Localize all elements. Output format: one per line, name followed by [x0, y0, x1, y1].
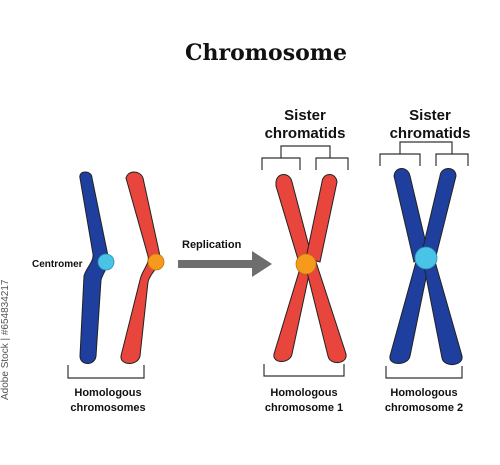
sister-chromatids-right-bracket — [379, 141, 469, 166]
homologous-1-label-2: chromosome 1 — [265, 402, 343, 414]
centromere-orange-replicated — [295, 253, 317, 275]
sister-chromatids-right-line1: Sister — [409, 107, 451, 124]
centromer-label: Centromer — [32, 259, 83, 270]
diagram-title: Chromosome — [185, 40, 347, 66]
blue-chromosome-single — [79, 171, 109, 364]
sister-chromatids-left-line1: Sister — [284, 107, 326, 124]
homologous-2-label-1: Homologous — [390, 387, 457, 399]
stock-side-label: Adobe Stock | #654834217 — [0, 279, 11, 400]
replication-label: Replication — [182, 239, 242, 251]
homologous-pair-label-2: chromosomes — [70, 402, 145, 414]
sister-chromatids-right-line2: chromatids — [390, 125, 471, 142]
centromere-cyan-replicated — [414, 246, 438, 270]
homologous-pair-bracket — [67, 365, 145, 379]
homologous-2-bracket — [385, 366, 463, 379]
replication-arrow — [178, 251, 272, 277]
homologous-1-bracket — [263, 364, 345, 377]
sister-chromatids-left-bracket — [261, 145, 349, 170]
red-chromosome-single — [120, 171, 161, 364]
centromere-orange-single — [147, 253, 165, 271]
blue-chromosome-replicated — [389, 168, 463, 365]
homologous-2-label-2: chromosome 2 — [385, 402, 463, 414]
red-chromosome-replicated — [273, 174, 347, 363]
sister-chromatids-left-line2: chromatids — [265, 125, 346, 142]
homologous-pair-label-1: Homologous — [74, 387, 141, 399]
centromere-cyan-single — [97, 253, 115, 271]
homologous-1-label-1: Homologous — [270, 387, 337, 399]
